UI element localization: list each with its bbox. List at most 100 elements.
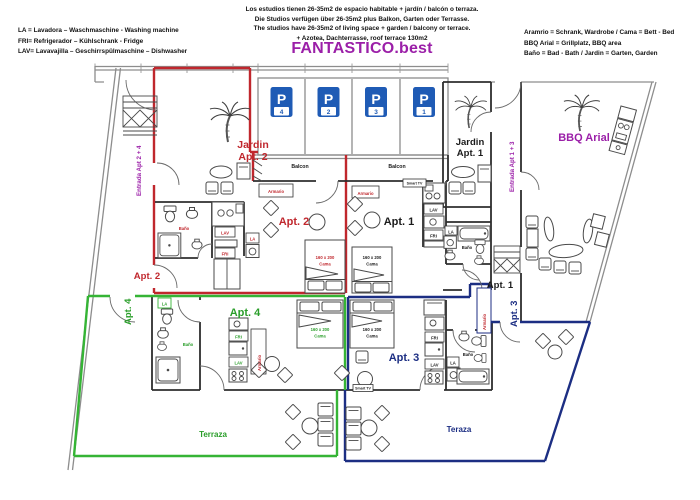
label-bed-size-apt2: 160 x 200	[316, 255, 335, 260]
walls-apt4-green	[72, 294, 347, 458]
bidet-icon	[473, 353, 487, 363]
bed-apt4	[296, 299, 344, 349]
jardin-apt1-furniture	[448, 164, 492, 195]
label-smart-tv-apt3: Smart TV	[355, 387, 371, 391]
toilet-icon	[471, 335, 487, 347]
toilet-icon	[474, 239, 486, 254]
bidet-icon	[474, 255, 484, 265]
label-bano-apt3: Baño	[463, 352, 474, 357]
wardrobe-apt3	[476, 287, 492, 334]
bbq-grill	[608, 105, 638, 156]
fridge-icon	[228, 341, 248, 356]
parking-sign: P 3	[365, 87, 387, 117]
washing-machine-icon	[443, 235, 457, 249]
bed-apt2	[304, 239, 346, 294]
palm-tree-icon	[453, 95, 488, 129]
label-armario-apt3: Armario	[482, 314, 487, 330]
sink-icon	[191, 238, 203, 250]
label-fri-apt1: FRI	[430, 234, 437, 239]
terrace-blue-furniture	[345, 404, 391, 453]
staircase-right	[493, 245, 521, 274]
label-lav-apt2: LAV	[221, 231, 229, 236]
description-line-en: The studios have 26-35m2 of living space…	[253, 25, 471, 33]
label-jardin-apt1-line1: Jardin	[456, 137, 485, 148]
apt4-seating	[250, 356, 294, 384]
parking-sign: P 1	[413, 87, 435, 117]
label-balcon-apt1: Balcon	[388, 164, 405, 170]
label-la-apt2: LA	[250, 237, 256, 242]
label-bano-apt2: Baño	[179, 226, 190, 231]
label-bed-word-apt1: Cama	[366, 262, 378, 267]
label-entrance-apt2: Apt. 2	[134, 271, 160, 282]
legend-line: FRI= Refrigerador – Kühlschrank - Fridge	[18, 37, 144, 45]
label-armario-apt4: Armario	[257, 355, 262, 371]
label-entrada-1-3: Entrada Apt 1 + 3	[509, 141, 516, 192]
legend-line: LAV= Lavavajilla – Geschirrspülmaschine …	[18, 48, 188, 56]
description-line-roof: + Azotea, Dachterrasse, roof terrace 130…	[296, 34, 428, 42]
stove-icon	[424, 370, 444, 385]
apt2-bathroom	[157, 205, 203, 259]
parking-sign: P 4	[270, 87, 293, 117]
label-apt1: Apt. 1	[384, 216, 415, 228]
label-balcon-apt2: Balcon	[291, 164, 308, 170]
bidet-icon	[157, 341, 167, 351]
brand-logo: FANTASTICO.best	[291, 40, 433, 58]
parking-sign-letter: P	[277, 91, 286, 107]
parking-sign-letter: P	[324, 91, 333, 107]
apt2-kitchen	[211, 201, 260, 290]
label-jardin-apt1-line2: Apt. 1	[457, 148, 484, 159]
palm-tree-icon	[563, 94, 601, 132]
label-bed-size-apt4: 160 x 200	[311, 327, 330, 332]
label-bed-size-apt1: 160 x 200	[363, 255, 382, 260]
label-lav-apt3: LAV	[430, 363, 438, 368]
label-entrance-apt4: Apt. 4	[123, 298, 134, 325]
label-entrance-apt1: Apt. 1	[487, 280, 514, 291]
legend-line: Aramrio = Schrank, Wardrobe / Cama = Bet…	[524, 29, 675, 36]
parking-area: P 4 P 2 P 3 P 1	[257, 77, 449, 156]
description-line-es: Los estudios tienen 26-35m2 de espacio h…	[245, 6, 479, 13]
bathtub-icon	[457, 225, 491, 242]
sink-icon	[157, 327, 169, 339]
label-terrace-blue: Teraza	[447, 425, 472, 434]
label-bano-apt1: Baño	[462, 245, 473, 250]
label-apt3: Apt. 3	[389, 352, 420, 364]
apt1-bathroom	[443, 225, 491, 265]
fridge-icon	[424, 342, 444, 357]
legend-line: Baño = Bad - Bath / Jardin = Garten, Gar…	[524, 50, 658, 58]
label-jardin-apt2-line2: Apt. 2	[238, 151, 267, 163]
label-bbq-area: BBQ Arial	[558, 132, 610, 144]
label-terrace-green: Terraza	[199, 430, 227, 439]
label-bed-word-apt3: Cama	[366, 334, 378, 339]
parking-sign: P 2	[317, 87, 340, 117]
label-la-apt3: LA	[450, 361, 456, 366]
bbq-dining-set	[538, 213, 610, 275]
label-entrance-apt3: Apt. 3	[509, 301, 520, 327]
legend-line: BBQ Arial = Grillplatz, BBQ area	[524, 39, 622, 47]
toilet-icon	[163, 205, 177, 223]
terrace-blue-table-set	[534, 328, 575, 360]
legend-rooms: Aramrio = Schrank, Wardrobe / Cama = Bet…	[524, 28, 694, 60]
description-block: Los estudios tienen 26-35m2 de espacio h…	[222, 5, 502, 58]
outer-walls	[67, 63, 657, 471]
apt1-kitchen	[402, 178, 446, 248]
label-fri-apt2: FRI	[222, 252, 229, 257]
sink-icon	[458, 330, 470, 342]
jardin-apt2-furniture	[205, 162, 251, 195]
wardrobe-apt1	[351, 185, 380, 199]
parking-stall-number: 4	[280, 109, 284, 116]
label-bano-apt4: Baño	[183, 342, 194, 347]
label-la-apt4: LA	[162, 302, 168, 307]
label-entrada-2-4: Entrada Apt 2 + 4	[136, 145, 143, 196]
label-bed-word-apt2: Cama	[319, 262, 331, 267]
palm-tree-icon	[209, 101, 251, 143]
wardrobe-apt2	[258, 183, 294, 198]
apt3-bathroom	[456, 330, 490, 385]
label-lav-apt4: LAV	[234, 361, 242, 366]
stove-icon	[228, 368, 248, 383]
sink-icon	[185, 207, 199, 219]
shower-icon	[157, 232, 182, 259]
washing-machine-icon	[245, 244, 260, 258]
label-smart-tv-apt1: Smart TV	[407, 182, 423, 186]
staircase-left	[122, 95, 158, 136]
